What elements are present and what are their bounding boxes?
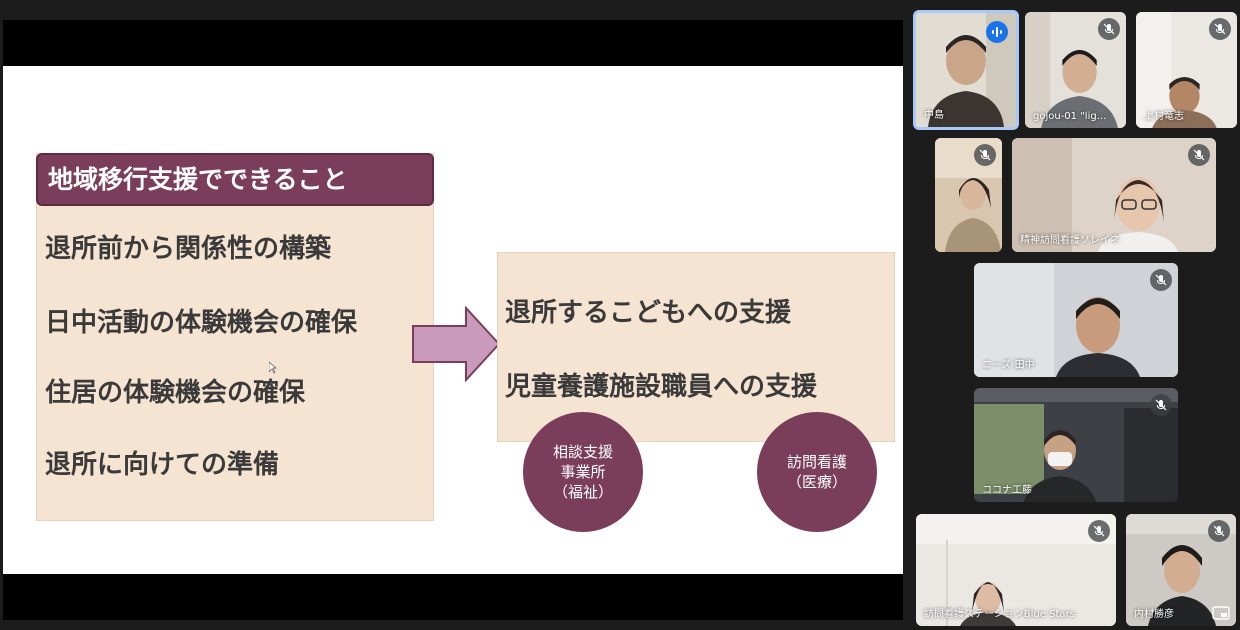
- participant-tile[interactable]: 内村勝彦: [1126, 514, 1236, 626]
- circle-medical: 訪問看護 （医療）: [757, 412, 877, 532]
- mic-off-icon: [1150, 394, 1172, 416]
- left-item: 住居の体験機会の確保: [45, 378, 306, 408]
- participant-tile[interactable]: ニーズ 田中: [974, 263, 1178, 377]
- participant-tile[interactable]: 上村竜志: [1136, 12, 1237, 128]
- left-panel: [36, 153, 434, 521]
- participant-name: ココナ工藤: [982, 485, 1032, 496]
- participant-tile[interactable]: [935, 138, 1002, 252]
- mouse-cursor-icon: [269, 362, 277, 374]
- participant-video: [916, 514, 1116, 626]
- right-item: 児童養護施設職員への支援: [505, 372, 818, 402]
- right-item: 退所するこどもへの支援: [505, 298, 792, 328]
- participant-tile[interactable]: 訪問看護ステーションBlue Stars: [916, 514, 1116, 626]
- participant-name: 中島: [924, 110, 944, 121]
- participant-name: gojou-01 "lig...: [1033, 111, 1107, 122]
- left-panel-title: 地域移行支援でできること: [36, 153, 434, 206]
- left-item: 退所前から関係性の構築: [45, 234, 332, 264]
- right-panel: [497, 252, 895, 442]
- participant-name: 精神訪問看護ソレイネ: [1020, 235, 1120, 246]
- participant-video: [974, 263, 1178, 377]
- participant-video: [1136, 12, 1237, 128]
- left-item: 日中活動の体験機会の確保: [45, 308, 358, 338]
- participant-tile[interactable]: ココナ工藤: [974, 388, 1178, 502]
- participant-video: [916, 13, 1016, 127]
- right-arrow-icon: [412, 306, 501, 382]
- mic-off-icon: [1188, 144, 1210, 166]
- mic-off-icon: [974, 144, 996, 166]
- participant-name: 訪問看護ステーションBlue Stars: [924, 609, 1075, 620]
- mic-off-icon: [1209, 18, 1231, 40]
- participant-video: [974, 388, 1178, 502]
- presentation-slide: 地域移行支援でできること 退所前から関係性の構築 日中活動の体験機会の確保 住居…: [3, 66, 903, 574]
- participant-tile[interactable]: 精神訪問看護ソレイネ: [1012, 138, 1216, 252]
- circle-welfare: 相談支援 事業所 （福祉）: [523, 412, 643, 532]
- participant-tile[interactable]: 中島: [913, 10, 1019, 130]
- participant-name: 上村竜志: [1144, 111, 1184, 122]
- picture-in-picture-icon[interactable]: [1212, 606, 1230, 620]
- mic-off-icon: [1088, 520, 1110, 542]
- participant-name: 内村勝彦: [1134, 609, 1174, 620]
- participant-video: [1012, 138, 1216, 252]
- participant-tile[interactable]: gojou-01 "lig...: [1025, 12, 1126, 128]
- participant-name: ニーズ 田中: [982, 360, 1035, 371]
- mic-off-icon: [1150, 269, 1172, 291]
- mic-off-icon: [1098, 18, 1120, 40]
- left-item: 退所に向けての準備: [45, 450, 280, 480]
- audio-level-icon: [986, 21, 1008, 43]
- shared-screen: 地域移行支援でできること 退所前から関係性の構築 日中活動の体験機会の確保 住居…: [3, 20, 903, 620]
- mic-off-icon: [1208, 520, 1230, 542]
